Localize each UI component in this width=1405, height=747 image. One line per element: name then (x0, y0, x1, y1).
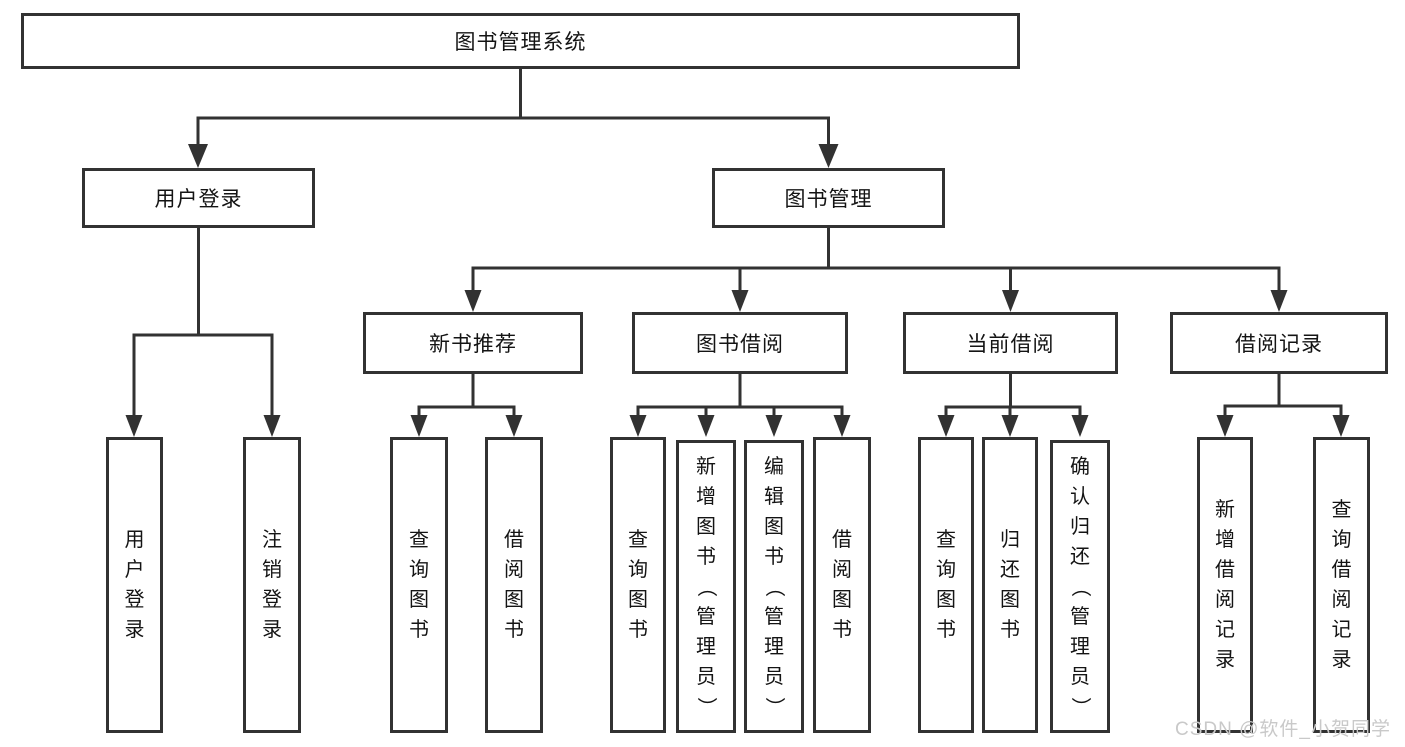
leaf-borrow-books: 借阅图书 (813, 437, 871, 733)
leaf-return-books: 归还图书 (982, 437, 1038, 733)
node-label: 编辑图书（管理员） (763, 455, 785, 717)
node-label: 查询图书 (936, 529, 956, 641)
node-label: 用户登录 (154, 188, 243, 211)
node-label: 新增借阅记录 (1215, 499, 1235, 671)
leaf-confirm-return-admin: 确认归还（管理员） (1050, 440, 1110, 733)
leaf-add-books-admin: 新增图书（管理员） (676, 440, 736, 733)
node-label: 图书管理 (784, 188, 873, 211)
node-label: 借阅记录 (1235, 333, 1323, 356)
node-label: 新书推荐 (429, 333, 517, 356)
leaf-edit-books-admin: 编辑图书（管理员） (744, 440, 804, 733)
node-label: 查询图书 (628, 529, 648, 641)
node-label: 借阅图书 (832, 529, 852, 641)
node-book-management: 图书管理 (712, 168, 945, 228)
node-label: 借阅图书 (504, 529, 524, 641)
node-label: 用户登录 (124, 529, 145, 641)
leaf-add-borrow-record: 新增借阅记录 (1197, 437, 1253, 733)
leaf-borrow-query-books: 查询图书 (610, 437, 666, 733)
node-label: 新增图书（管理员） (695, 455, 717, 717)
node-label: 确认归还（管理员） (1069, 455, 1091, 717)
node-label: 图书管理系统 (454, 31, 587, 54)
node-label: 查询借阅记录 (1331, 499, 1352, 671)
node-label: 查询图书 (409, 529, 429, 641)
leaf-recommend-query-books: 查询图书 (390, 437, 448, 733)
node-label: 归还图书 (1000, 529, 1020, 641)
node-label: 图书借阅 (696, 333, 784, 356)
leaf-current-query-books: 查询图书 (918, 437, 974, 733)
leaf-logout: 注销登录 (243, 437, 301, 733)
node-new-book-recommend: 新书推荐 (363, 312, 583, 374)
leaf-query-borrow-record: 查询借阅记录 (1313, 437, 1370, 733)
node-label: 注销登录 (262, 529, 282, 641)
leaf-user-login: 用户登录 (106, 437, 163, 733)
node-root-system: 图书管理系统 (21, 13, 1020, 69)
leaf-recommend-borrow-books: 借阅图书 (485, 437, 543, 733)
node-user-login: 用户登录 (82, 168, 315, 228)
node-borrow-record: 借阅记录 (1170, 312, 1388, 374)
csdn-watermark: CSDN @软件_小贺同学 (1175, 719, 1391, 740)
node-current-borrow: 当前借阅 (903, 312, 1118, 374)
node-book-borrow: 图书借阅 (632, 312, 848, 374)
node-label: 当前借阅 (966, 333, 1055, 356)
